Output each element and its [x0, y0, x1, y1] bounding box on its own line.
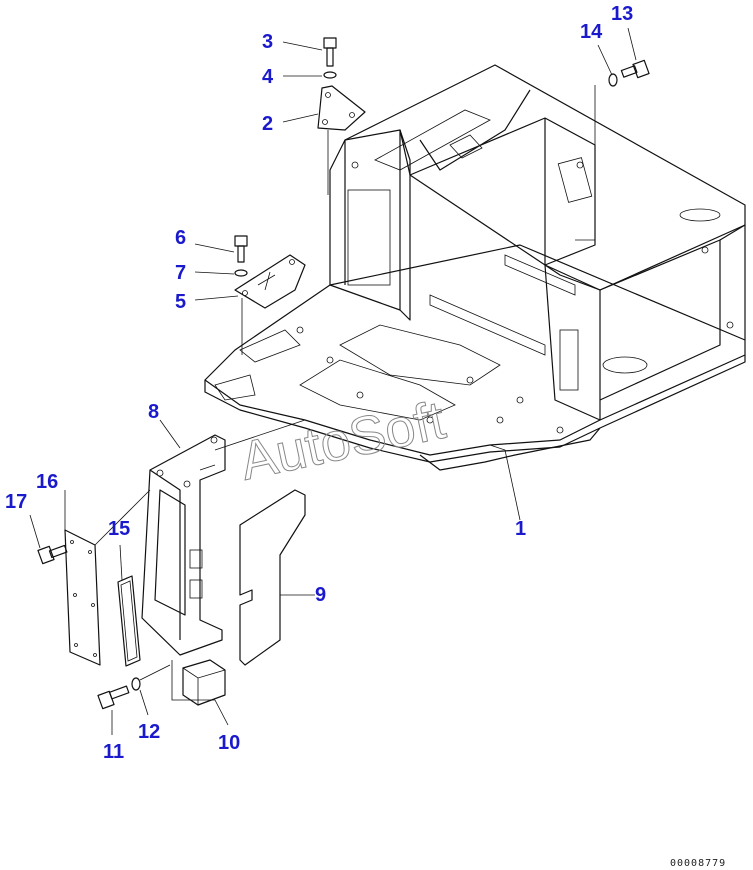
callout-15: 15 — [108, 518, 130, 540]
callout-1: 1 — [515, 518, 526, 540]
pad-large — [239, 489, 315, 666]
callout-14: 14 — [580, 21, 603, 43]
bolt-mid — [234, 235, 248, 277]
callout-2: 2 — [262, 113, 273, 135]
seal-strip — [117, 575, 141, 667]
document-number: 00008779 — [670, 858, 726, 869]
callout-10: 10 — [218, 732, 240, 754]
callout-7: 7 — [175, 262, 186, 284]
callout-11: 11 — [103, 741, 124, 763]
bolt-left — [37, 544, 68, 565]
main-frame — [204, 64, 746, 521]
callout-9: 9 — [315, 584, 326, 606]
bolt-top — [323, 37, 337, 79]
bracket-mid — [234, 254, 306, 355]
callout-12: 12 — [138, 721, 160, 743]
callout-5: 5 — [175, 291, 186, 313]
callout-3: 3 — [262, 31, 273, 53]
callout-leaders — [29, 27, 637, 735]
side-plate — [64, 489, 151, 666]
cover-frame — [141, 419, 306, 656]
callout-4: 4 — [262, 66, 274, 88]
pad-small — [171, 659, 226, 706]
callout-6: 6 — [175, 227, 186, 249]
callout-13: 13 — [611, 3, 633, 25]
bolt-right — [575, 59, 650, 241]
callout-8: 8 — [148, 401, 159, 423]
callout-17: 17 — [5, 491, 27, 513]
callout-16: 16 — [36, 471, 58, 493]
bracket-top — [317, 85, 366, 195]
callout-labels: 1 2 3 4 5 6 7 8 9 10 11 12 13 14 15 16 1… — [5, 3, 633, 763]
bolt-bottom — [97, 664, 171, 710]
